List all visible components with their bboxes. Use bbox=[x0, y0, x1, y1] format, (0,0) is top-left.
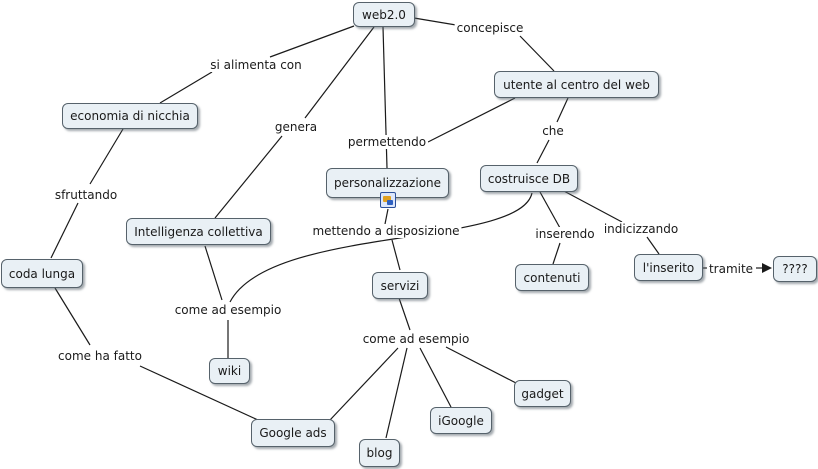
connector bbox=[445, 346, 517, 384]
connector bbox=[398, 297, 411, 331]
link-label-genera: genera bbox=[272, 120, 320, 134]
connector bbox=[139, 365, 259, 421]
connector bbox=[384, 208, 389, 225]
connector bbox=[552, 242, 561, 265]
resource-icon[interactable] bbox=[380, 192, 396, 208]
connector bbox=[385, 347, 408, 439]
connector bbox=[89, 128, 124, 185]
concept-utente-al-centro-del-web[interactable]: utente al centro del web bbox=[494, 71, 659, 98]
link-label-tramite: tramite bbox=[706, 262, 756, 276]
connector bbox=[214, 135, 283, 219]
concept-costruisce-db[interactable]: costruisce DB bbox=[480, 165, 578, 192]
connector bbox=[204, 245, 223, 301]
connector bbox=[536, 139, 550, 164]
connector bbox=[54, 287, 91, 346]
link-label-come-ad-esempio-wiki: come ad esempio bbox=[172, 303, 284, 317]
concept-google-ads[interactable]: Google ads bbox=[251, 419, 335, 447]
concept-web20[interactable]: web2.0 bbox=[353, 2, 415, 27]
concept-coda-lunga[interactable]: coda lunga bbox=[1, 259, 83, 288]
link-label-indicizzando: indicizzando bbox=[601, 222, 681, 236]
connector bbox=[413, 17, 463, 27]
connector bbox=[159, 71, 213, 104]
concept-economia-di-nicchia[interactable]: economia di nicchia bbox=[62, 103, 198, 129]
link-label-concepisce: concepisce bbox=[454, 21, 526, 35]
connector bbox=[50, 202, 79, 259]
connector bbox=[391, 239, 401, 271]
concept-unknown[interactable]: ???? bbox=[773, 256, 817, 282]
connector bbox=[419, 347, 452, 408]
connector bbox=[556, 97, 569, 123]
concept-servizi[interactable]: servizi bbox=[372, 272, 428, 299]
concept-igoogle[interactable]: iGoogle bbox=[430, 407, 492, 434]
connector bbox=[329, 347, 399, 421]
link-label-si-alimenta-con: si alimenta con bbox=[208, 58, 304, 72]
connector bbox=[304, 26, 375, 119]
connector bbox=[561, 189, 623, 223]
link-label-come-ha-fatto: come ha fatto bbox=[56, 349, 144, 363]
connector bbox=[269, 25, 355, 58]
connector bbox=[519, 35, 555, 72]
concept-gadget[interactable]: gadget bbox=[514, 380, 571, 407]
concept-contenuti[interactable]: contenuti bbox=[515, 264, 589, 291]
arrowhead bbox=[762, 263, 772, 273]
concept-wiki[interactable]: wiki bbox=[209, 358, 250, 384]
connector bbox=[229, 192, 533, 303]
concept-blog[interactable]: blog bbox=[359, 439, 400, 467]
link-label-come-ad-esempio-servizi: come ad esempio bbox=[360, 332, 472, 346]
connector bbox=[646, 236, 660, 255]
link-label-permettendo: permettendo bbox=[345, 135, 429, 149]
connector bbox=[539, 191, 561, 229]
connector bbox=[427, 97, 516, 143]
concept-intelligenza-collettiva[interactable]: Intelligenza collettiva bbox=[126, 218, 271, 245]
link-label-sfruttando: sfruttando bbox=[52, 188, 120, 202]
concept-linserito[interactable]: l'inserito bbox=[634, 254, 703, 281]
link-label-che: che bbox=[540, 124, 566, 138]
link-label-mettendo-a-disposizione: mettendo a disposizione bbox=[310, 224, 462, 238]
link-label-inserendo: inserendo bbox=[533, 227, 597, 241]
